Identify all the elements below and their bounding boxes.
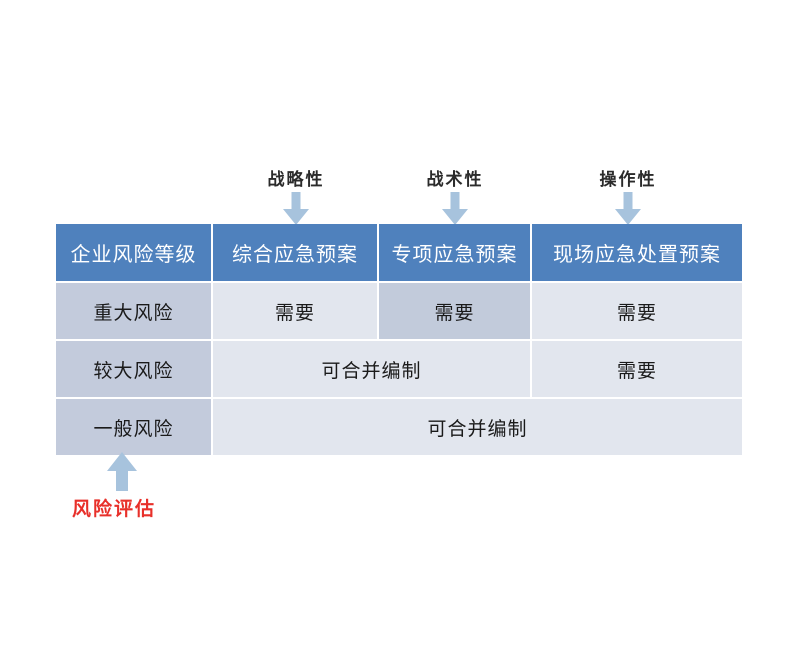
table-header-row: 企业风险等级 综合应急预案 专项应急预案 现场应急处置预案	[56, 224, 742, 283]
risk-level-major: 重大风险	[56, 283, 213, 341]
table-row: 重大风险 需要 需要 需要	[56, 283, 742, 341]
annotation-label-operational: 操作性	[599, 170, 657, 190]
column-header-risk-level: 企业风险等级	[56, 224, 213, 283]
column-header-onsite-plan: 现场应急处置预案	[532, 224, 742, 283]
cell-general-merged: 可合并编制	[213, 399, 742, 455]
cell-major-comprehensive: 需要	[213, 283, 379, 341]
table-row: 较大风险 可合并编制 需要	[56, 341, 742, 399]
risk-level-general: 一般风险	[56, 399, 213, 455]
column-header-comprehensive-plan: 综合应急预案	[213, 224, 379, 283]
column-header-special-plan: 专项应急预案	[379, 224, 532, 283]
arrow-down-icon	[281, 192, 311, 226]
table-row: 一般风险 可合并编制	[56, 399, 742, 455]
annotation-label-tactical: 战术性	[426, 170, 484, 190]
risk-assessment-caption: 风险评估	[72, 498, 157, 520]
arrow-down-icon	[613, 192, 643, 226]
arrow-down-icon	[440, 192, 470, 226]
cell-significant-merged: 可合并编制	[213, 341, 532, 399]
risk-plan-matrix: 企业风险等级 综合应急预案 专项应急预案 现场应急处置预案 重大风险 需要 需要…	[56, 224, 742, 455]
cell-major-onsite: 需要	[532, 283, 742, 341]
arrow-up-icon	[105, 452, 139, 492]
annotation-label-strategic: 战略性	[267, 170, 325, 190]
cell-major-special: 需要	[379, 283, 532, 341]
risk-level-significant: 较大风险	[56, 341, 213, 399]
cell-significant-onsite: 需要	[532, 341, 742, 399]
